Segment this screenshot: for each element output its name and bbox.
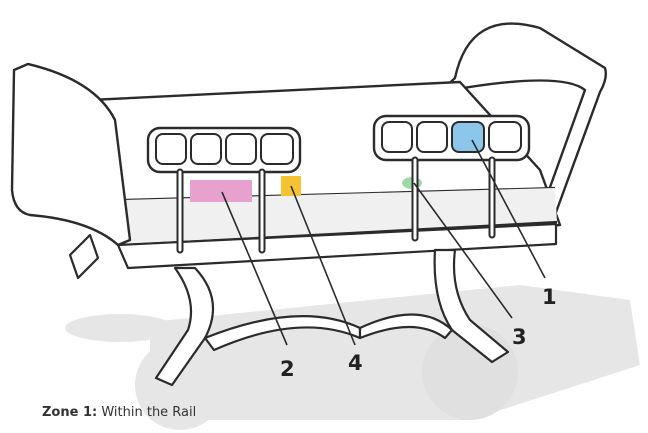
callout-number-2: 2 [280, 357, 295, 381]
leader-line-1 [471, 139, 546, 279]
bed-frame [116, 222, 558, 270]
leader-line-4 [290, 185, 356, 346]
zone-2-marker [190, 180, 252, 202]
callout-number-1: 1 [542, 285, 557, 309]
side-rail-right [372, 114, 531, 242]
bed-legs [154, 248, 510, 387]
zone-caption-label: Zone 1: [42, 405, 98, 420]
headboard-right [438, 22, 608, 217]
leader-lines [221, 139, 546, 346]
zone-caption-text: Within the Rail [101, 405, 197, 420]
leader-line-3 [413, 182, 513, 319]
footboard-left [10, 62, 132, 280]
callout-number-4: 4 [348, 351, 363, 375]
callout-number-3: 3 [512, 325, 527, 349]
zone-caption: Zone 1: Within the Rail [42, 405, 196, 420]
leader-line-2 [221, 191, 288, 346]
zone-1-marker [451, 121, 485, 153]
side-rail-left [146, 126, 302, 254]
